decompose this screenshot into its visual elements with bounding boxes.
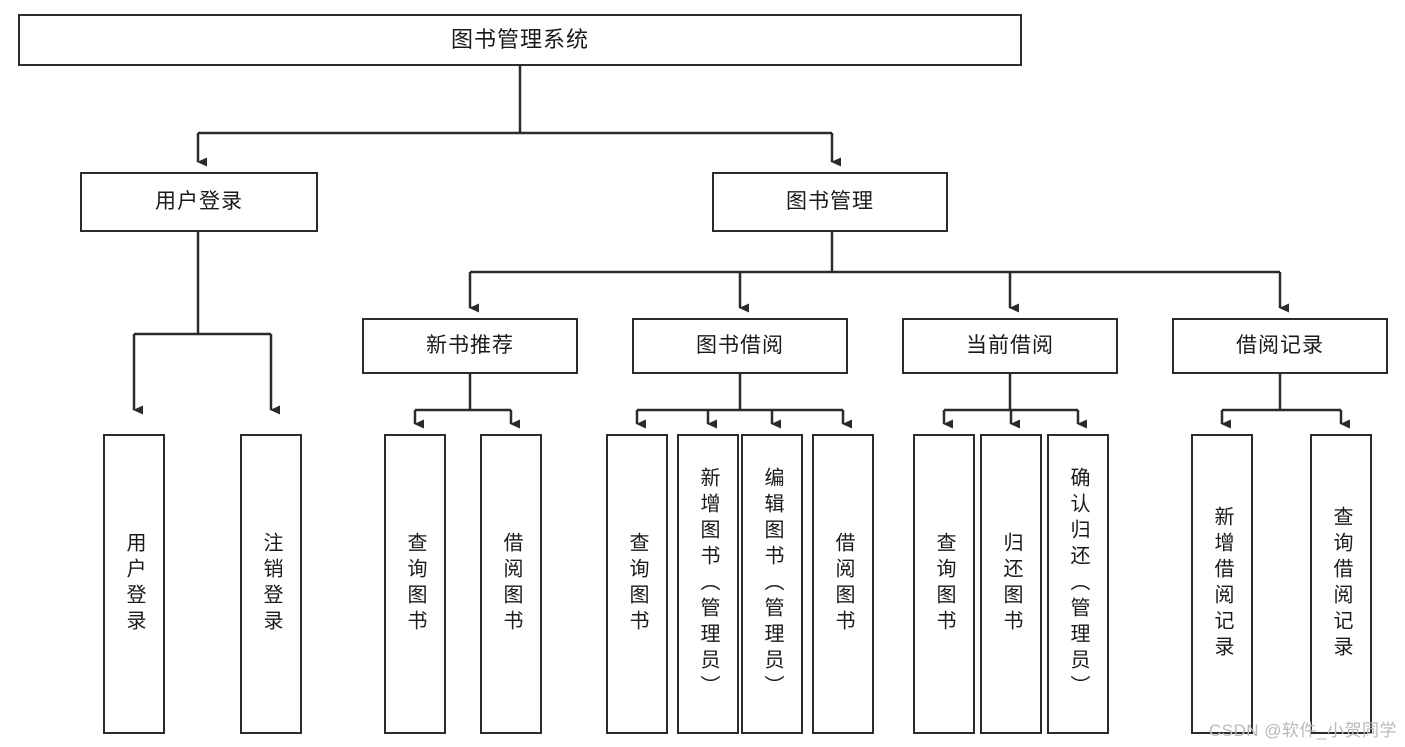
node-new-book-recommend-label: 新书推荐 bbox=[426, 334, 514, 358]
node-leaf-edit-book-admin-label: 编辑图书（管理员） bbox=[761, 467, 783, 701]
node-leaf-return-book[interactable]: 归还图书 bbox=[980, 434, 1042, 734]
node-leaf-recommend-query-book-label: 查询图书 bbox=[404, 532, 426, 636]
node-leaf-recommend-query-book[interactable]: 查询图书 bbox=[384, 434, 446, 734]
node-leaf-user-login-label: 用户登录 bbox=[123, 532, 145, 636]
node-book-borrow[interactable]: 图书借阅 bbox=[632, 318, 848, 374]
node-leaf-current-query-book[interactable]: 查询图书 bbox=[913, 434, 975, 734]
node-current-borrow[interactable]: 当前借阅 bbox=[902, 318, 1118, 374]
node-leaf-edit-book-admin[interactable]: 编辑图书（管理员） bbox=[741, 434, 803, 734]
node-leaf-borrow-book[interactable]: 借阅图书 bbox=[812, 434, 874, 734]
node-leaf-logout[interactable]: 注销登录 bbox=[240, 434, 302, 734]
node-leaf-add-book-admin[interactable]: 新增图书（管理员） bbox=[677, 434, 739, 734]
node-leaf-logout-label: 注销登录 bbox=[260, 532, 282, 636]
node-borrow-record-label: 借阅记录 bbox=[1236, 334, 1324, 358]
node-book-borrow-label: 图书借阅 bbox=[696, 334, 784, 358]
node-leaf-confirm-return-admin-label: 确认归还（管理员） bbox=[1067, 467, 1089, 701]
node-leaf-query-borrow-record[interactable]: 查询借阅记录 bbox=[1310, 434, 1372, 734]
node-borrow-record[interactable]: 借阅记录 bbox=[1172, 318, 1388, 374]
node-leaf-user-login[interactable]: 用户登录 bbox=[103, 434, 165, 734]
csdn-watermark: CSDN @软件_小贺同学 bbox=[1208, 721, 1397, 740]
node-book-management-label: 图书管理 bbox=[786, 190, 874, 214]
node-leaf-current-query-book-label: 查询图书 bbox=[933, 532, 955, 636]
node-leaf-borrow-query-book-label: 查询图书 bbox=[626, 532, 648, 636]
node-leaf-return-book-label: 归还图书 bbox=[1000, 532, 1022, 636]
node-current-borrow-label: 当前借阅 bbox=[966, 334, 1054, 358]
node-leaf-add-borrow-record[interactable]: 新增借阅记录 bbox=[1191, 434, 1253, 734]
node-new-book-recommend[interactable]: 新书推荐 bbox=[362, 318, 578, 374]
node-leaf-borrow-query-book[interactable]: 查询图书 bbox=[606, 434, 668, 734]
node-root-book-management-system[interactable]: 图书管理系统 bbox=[18, 14, 1022, 66]
node-leaf-add-book-admin-label: 新增图书（管理员） bbox=[697, 467, 719, 701]
node-user-login-label: 用户登录 bbox=[155, 190, 243, 214]
node-leaf-query-borrow-record-label: 查询借阅记录 bbox=[1330, 506, 1352, 662]
node-root-label: 图书管理系统 bbox=[450, 26, 589, 52]
node-leaf-add-borrow-record-label: 新增借阅记录 bbox=[1211, 506, 1233, 662]
node-leaf-recommend-borrow-book-label: 借阅图书 bbox=[500, 532, 522, 636]
node-user-login[interactable]: 用户登录 bbox=[80, 172, 318, 232]
node-leaf-borrow-book-label: 借阅图书 bbox=[832, 532, 854, 636]
node-book-management[interactable]: 图书管理 bbox=[712, 172, 948, 232]
node-leaf-confirm-return-admin[interactable]: 确认归还（管理员） bbox=[1047, 434, 1109, 734]
node-leaf-recommend-borrow-book[interactable]: 借阅图书 bbox=[480, 434, 542, 734]
